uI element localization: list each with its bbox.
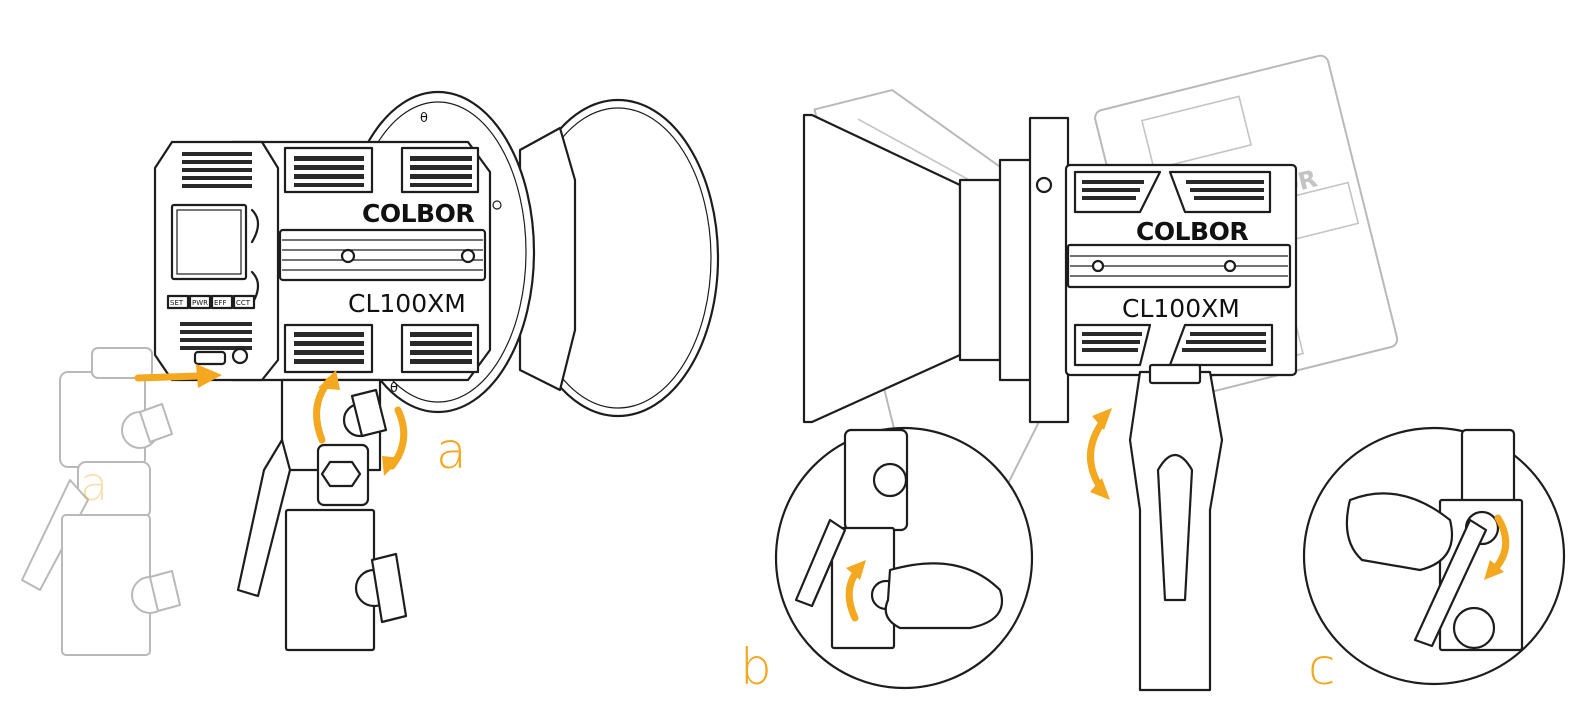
model-name-right: CL100XM (1122, 294, 1240, 323)
step-label-b: b (740, 638, 772, 696)
right-illustration: COLBOR COLBOR CL100XM (740, 54, 1566, 696)
tilt-arrow (1087, 408, 1112, 500)
control-buttons: SET PWR EFF CCT (166, 294, 256, 310)
brand-logo: COLBOR (362, 199, 474, 228)
detail-c (1302, 426, 1566, 686)
step-label-a: a (436, 422, 467, 480)
panel-button-label: PWR (192, 299, 208, 307)
panel-button-label: SET (170, 299, 184, 307)
left-illustration: θ θ (21, 90, 720, 656)
rear-vents-bottom (180, 322, 252, 350)
stand (236, 378, 408, 652)
step-label-a-ghost: a (80, 457, 108, 511)
model-name: CL100XM (348, 289, 466, 318)
panel-button-label: CCT (236, 299, 251, 307)
rear-vents-top (182, 152, 252, 188)
side-vents (283, 146, 480, 374)
brand-logo-right: COLBOR (1136, 217, 1248, 246)
mount-direction-arrow (134, 364, 222, 388)
rotate-arrow (313, 370, 408, 476)
step-label-c: c (1308, 638, 1336, 696)
light-body: SET PWR EFF CCT (153, 140, 492, 382)
ghost-bracket (21, 347, 181, 656)
hand-icon (1345, 492, 1454, 572)
front-light: COLBOR CL100XM (802, 113, 1298, 424)
detail-b (774, 426, 1034, 690)
yoke (1128, 363, 1224, 692)
panel-button-label: EFF (214, 299, 226, 307)
screw-mark: θ (420, 111, 428, 126)
screw-mark: θ (390, 381, 398, 396)
hand-icon (884, 562, 1004, 630)
